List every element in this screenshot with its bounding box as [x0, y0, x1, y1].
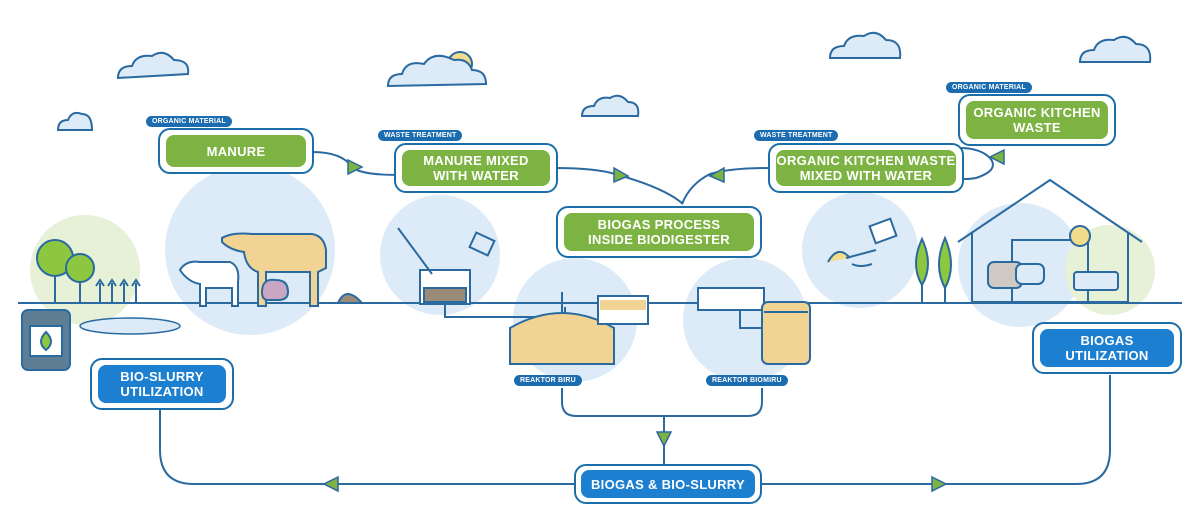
bucket-icon: [468, 231, 496, 257]
mixing-tank: [397, 227, 566, 318]
tree-icon: [915, 236, 929, 287]
reaktor-biru-label: REAKTOR BIRU: [514, 375, 582, 386]
livestock: [178, 232, 365, 307]
waste-to-kitchen-mix: [959, 147, 994, 180]
biogas-process-label-line1: BIOGAS PROCESS: [597, 217, 721, 232]
kitchen-waste-label-line1: ORGANIC KITCHEN: [973, 105, 1101, 120]
fish-bone-icon: [845, 249, 877, 267]
manure-water-label-box: MANURE MIXED WITH WATER: [402, 150, 550, 186]
biogas-process-label-line2: INSIDE BIODIGESTER: [588, 232, 730, 247]
reactors-join: [561, 388, 763, 417]
kitchen-water-label-line2: MIXED WITH WATER: [799, 168, 933, 183]
biogas-util-label-line1: BIOGAS: [1080, 333, 1134, 348]
bucket-icon: [868, 217, 898, 245]
bio-slurry-label-line2: UTILIZATION: [120, 384, 204, 399]
kitchen-water-node: ORGANIC KITCHEN WASTE MIXED WITH WATER: [768, 143, 964, 193]
output-node: BIOGAS & BIO-SLURRY: [574, 464, 762, 504]
crop-heads: [95, 278, 141, 287]
kitchen-waste-label-box: ORGANIC KITCHEN WASTE: [966, 101, 1108, 139]
fertilizer-bag-icon: [21, 309, 71, 371]
reaktor-biomiru-icon: [697, 287, 811, 365]
cloud-icon: [56, 111, 94, 131]
crops-icon: [99, 283, 137, 303]
tree-icon: [65, 253, 95, 283]
arrow-right-icon: [347, 158, 364, 176]
tag-organic-material-kitchen: ORGANIC MATERIAL: [946, 82, 1032, 93]
cloud-icon: [580, 94, 640, 117]
manure-node: MANURE: [158, 128, 314, 174]
kitchen-waste-label-line2: WASTE: [1013, 120, 1061, 135]
arrow-left-icon: [988, 148, 1005, 166]
tag-waste-treatment: WASTE TREATMENT: [378, 130, 463, 141]
kitchen-water-label-line1: ORGANIC KITCHEN WASTE: [776, 153, 956, 168]
sheep-icon: [178, 260, 240, 307]
cloud-icon: [828, 31, 902, 59]
cloud-icon: [386, 54, 488, 88]
arrows: [322, 148, 1005, 493]
reaktor-biomiru-label: REAKTOR BIOMIRU: [706, 375, 788, 386]
biogas-process-node: BIOGAS PROCESS INSIDE BIODIGESTER: [556, 206, 762, 258]
lamp-icon: [1069, 225, 1091, 247]
biogas-util-node: BIOGAS UTILIZATION: [1032, 322, 1182, 374]
bio-slurry-label-line1: BIO-SLURRY: [120, 369, 204, 384]
arrow-right-icon: [613, 166, 630, 184]
tall-trees: [915, 235, 952, 303]
pan-icon: [1015, 263, 1045, 285]
output-to-biogas: [762, 375, 1111, 485]
output-label: BIOGAS & BIO-SLURRY: [590, 476, 745, 492]
connectors: [159, 147, 1111, 485]
stove-icon: [1073, 271, 1119, 291]
kitchen-waste: [827, 217, 898, 267]
water-pond: [79, 317, 181, 335]
chicken-icon: [260, 278, 290, 301]
cow-icon: [221, 232, 327, 307]
arrow-left-icon: [322, 475, 339, 493]
biogas-util-label-box: BIOGAS UTILIZATION: [1040, 329, 1174, 367]
manure-pile-icon: [336, 293, 365, 304]
kitchen-to-process: [681, 167, 771, 205]
biogas-util-label-line2: UTILIZATION: [1065, 348, 1149, 363]
garden: [36, 239, 141, 303]
cloud-icon: [116, 51, 190, 80]
bio-slurry-label-box: BIO-SLURRY UTILIZATION: [98, 365, 226, 403]
output-label-box: BIOGAS & BIO-SLURRY: [581, 470, 755, 498]
arrow-left-icon: [708, 166, 725, 184]
tag-organic-material: ORGANIC MATERIAL: [146, 116, 232, 127]
banana-peel-icon: [827, 251, 851, 263]
tag-waste-treatment-kitchen: WASTE TREATMENT: [754, 130, 839, 141]
arrow-right-icon: [931, 475, 948, 493]
reaktor-biru-icon: [509, 292, 649, 365]
shovel-icon: [397, 227, 433, 275]
manure-water-label-line1: MANURE MIXED: [423, 153, 529, 168]
arrow-down-icon: [655, 431, 673, 448]
kitchen-water-label-box: ORGANIC KITCHEN WASTE MIXED WITH WATER: [776, 150, 956, 186]
biogas-process-label-box: BIOGAS PROCESS INSIDE BIODIGESTER: [564, 213, 754, 251]
output-to-slurry: [159, 410, 578, 485]
manure-label: MANURE: [206, 143, 266, 159]
tree-icon: [938, 235, 952, 291]
manure-water-label-line2: WITH WATER: [433, 168, 519, 183]
kitchen-waste-node: ORGANIC KITCHEN WASTE: [958, 94, 1116, 146]
kitchen-mixing-bubble: [802, 192, 918, 308]
manure-label-box: MANURE: [166, 135, 306, 167]
bio-slurry-node: BIO-SLURRY UTILIZATION: [90, 358, 234, 410]
inlet-pipe: [444, 303, 566, 318]
manure-water-node: MANURE MIXED WITH WATER: [394, 143, 558, 193]
cloud-icon: [1078, 35, 1152, 63]
house-icon: [957, 178, 1143, 303]
